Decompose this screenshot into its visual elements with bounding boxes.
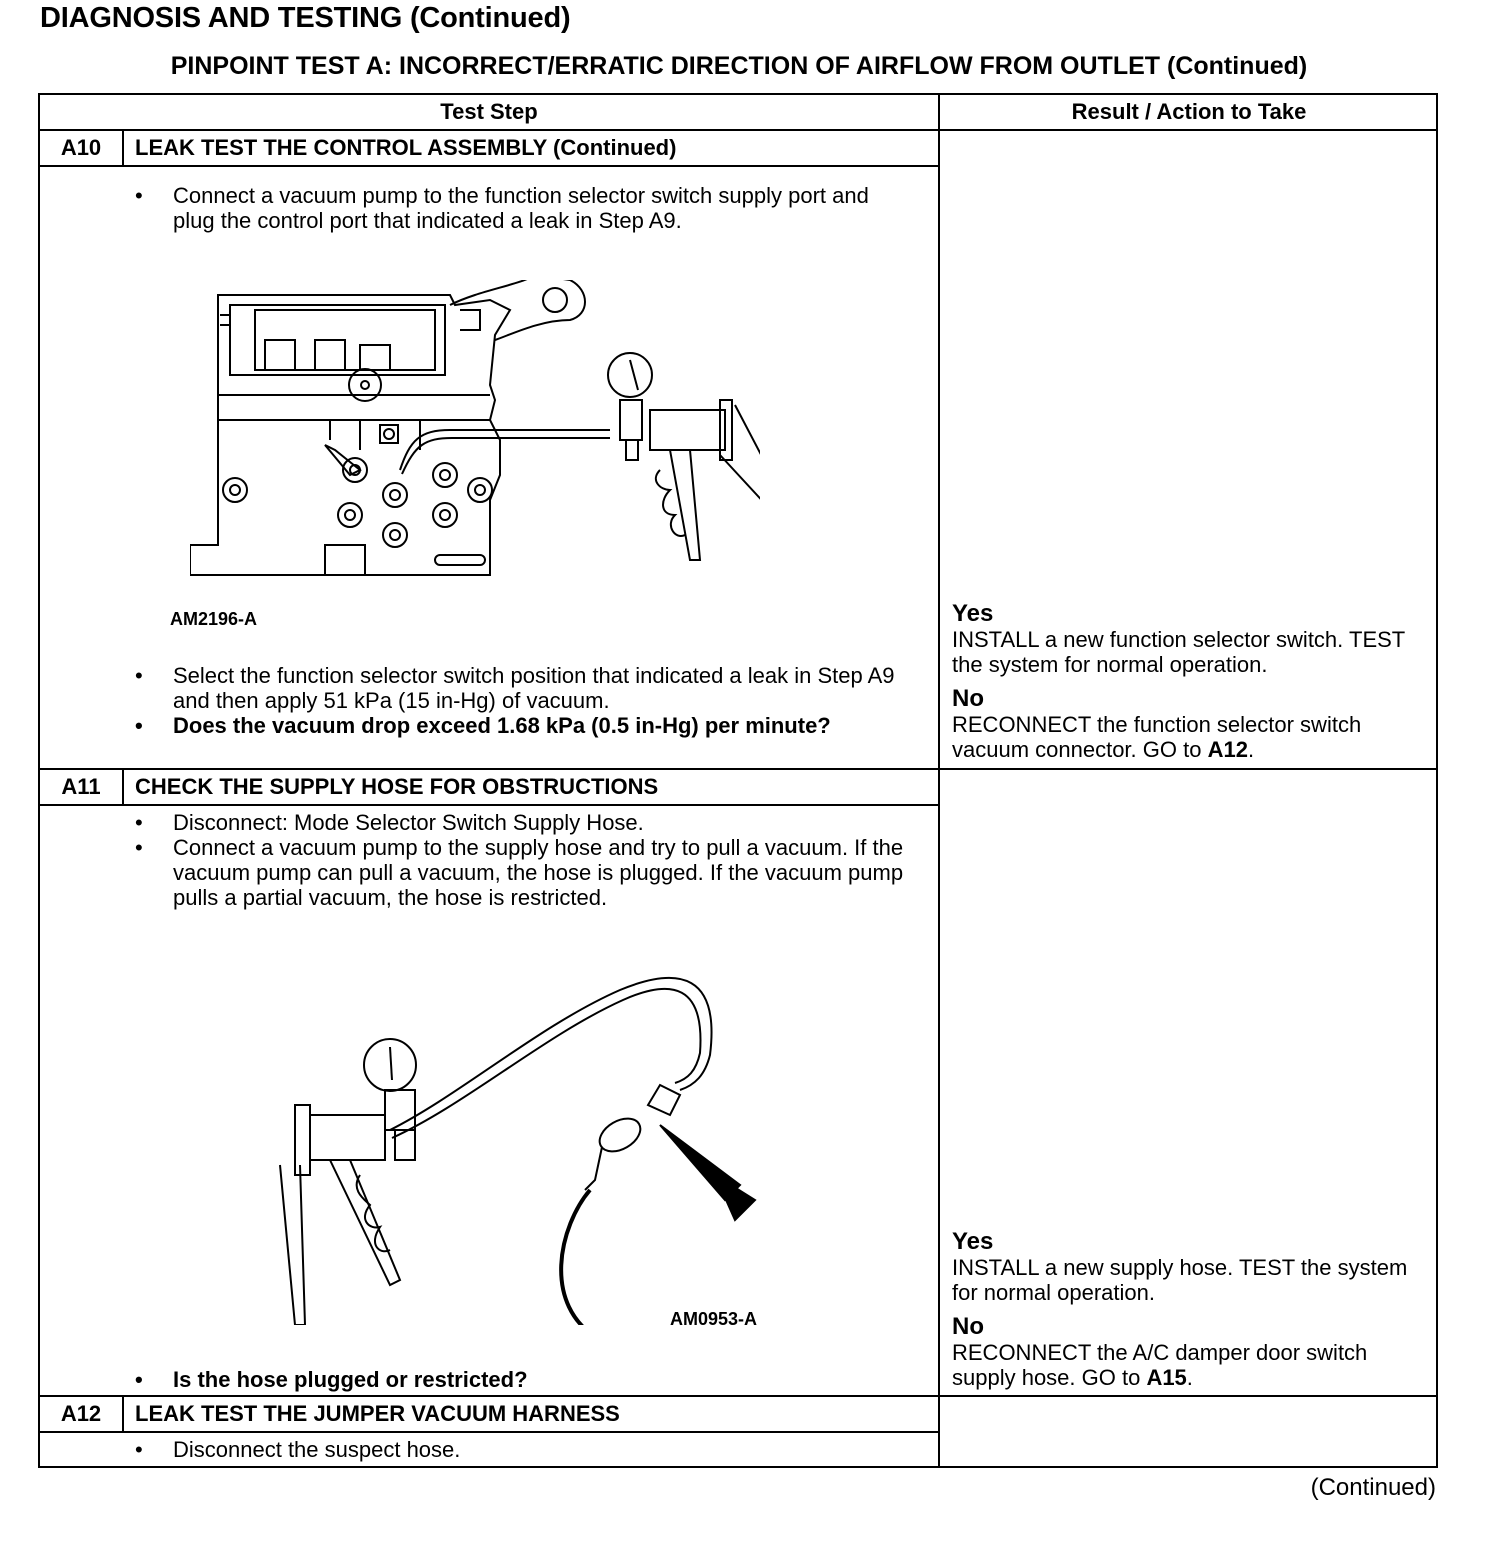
continued-footer: (Continued) <box>1310 1474 1436 1501</box>
list-item: Select the function selector switch posi… <box>135 663 915 713</box>
a11-id-divider <box>122 770 124 805</box>
no-label: No <box>952 1313 984 1340</box>
yes-label: Yes <box>952 1228 994 1255</box>
a10-title-rule <box>40 165 938 167</box>
a11-bullets-after: Is the hose plugged or restricted? <box>135 1367 915 1392</box>
pinpoint-test-table: Test Step Result / Action to Take A10 LE… <box>38 93 1438 1468</box>
a10-bullets-after: Select the function selector switch posi… <box>135 663 915 738</box>
page-title: DIAGNOSIS AND TESTING (Continued) <box>40 2 571 34</box>
header-result: Result / Action to Take <box>1071 99 1307 124</box>
column-divider <box>938 95 940 1468</box>
step-question-a10: Does the vacuum drop exceed 1.68 kPa (0.… <box>135 713 915 738</box>
figure-label-a11: AM0953-A <box>670 1309 758 1329</box>
a12-bullets-before: Disconnect the suspect hose. <box>135 1437 915 1462</box>
yes-action: INSTALL a new function selector switch. … <box>952 627 1405 677</box>
step-title-a10: LEAK TEST THE CONTROL ASSEMBLY (Continue… <box>135 135 677 160</box>
step-title-a11: CHECK THE SUPPLY HOSE FOR OBSTRUCTIONS <box>135 774 659 799</box>
header-test-step: Test Step <box>440 99 538 124</box>
list-item: Connect a vacuum pump to the function se… <box>135 183 915 233</box>
row-rule-a11 <box>40 768 1438 770</box>
row-rule-a12 <box>40 1395 1438 1397</box>
goto-link[interactable]: A12 <box>1207 737 1248 762</box>
step-id-a11: A11 <box>61 774 101 799</box>
a10-bullets-before: Connect a vacuum pump to the function se… <box>135 183 915 233</box>
a12-title-rule <box>40 1431 938 1433</box>
step-id-a10: A10 <box>60 135 102 160</box>
figure-label-a10: AM2196-A <box>170 609 258 629</box>
a12-id-divider <box>122 1397 124 1432</box>
no-action: RECONNECT the function selector switch v… <box>952 712 1362 762</box>
step-question-a11: Is the hose plugged or restricted? <box>135 1367 915 1392</box>
a11-bullets-before: Disconnect: Mode Selector Switch Supply … <box>135 810 925 910</box>
step-id-a12: A12 <box>60 1401 102 1426</box>
goto-link[interactable]: A15 <box>1146 1365 1187 1390</box>
yes-label: Yes <box>952 600 994 627</box>
page-subtitle: PINPOINT TEST A: INCORRECT/ERRATIC DIREC… <box>170 52 1308 80</box>
list-item: Connect a vacuum pump to the supply hose… <box>135 835 925 910</box>
control-assembly-illustration <box>190 280 760 576</box>
list-item: Disconnect the suspect hose. <box>135 1437 915 1462</box>
a11-title-rule <box>40 804 938 806</box>
list-item: Disconnect: Mode Selector Switch Supply … <box>135 810 925 835</box>
no-label: No <box>952 685 984 712</box>
a10-id-divider <box>122 131 124 166</box>
result-a11: Yes INSTALL a new supply hose. TEST the … <box>952 1228 1436 1390</box>
yes-action: INSTALL a new supply hose. TEST the syst… <box>952 1255 1408 1305</box>
no-action: RECONNECT the A/C damper door switch sup… <box>952 1340 1368 1390</box>
header-rule <box>40 129 1438 131</box>
supply-hose-illustration <box>279 976 757 1325</box>
result-a10: Yes INSTALL a new function selector swit… <box>952 600 1436 762</box>
step-title-a12: LEAK TEST THE JUMPER VACUUM HARNESS <box>135 1401 620 1426</box>
